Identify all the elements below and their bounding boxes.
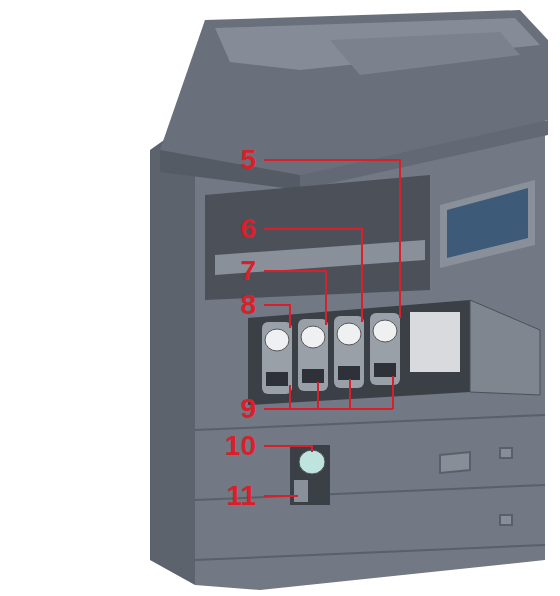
waste-toner-box: [299, 450, 325, 474]
callout-number: 8: [240, 291, 256, 319]
callout-number: 5: [240, 146, 256, 174]
scanner-edge: [160, 150, 300, 190]
callout-number: 11: [226, 482, 256, 510]
callout-number: 7: [240, 257, 256, 285]
leader-lines: [264, 160, 400, 496]
callout-number: 9: [240, 395, 256, 423]
scanner: [160, 10, 548, 175]
output-recess: [205, 175, 430, 300]
body-side: [150, 118, 195, 585]
panel-frame: [440, 180, 535, 268]
paper-drawers: [195, 415, 545, 560]
front-door: [470, 300, 540, 395]
toner-cartridges: [262, 312, 460, 394]
toner-recess: [248, 300, 470, 405]
callout-number: 10: [225, 432, 256, 460]
waste-lever: [294, 480, 308, 502]
touch-screen: [447, 188, 528, 258]
feeder-tray: [330, 32, 520, 75]
callout-number: 6: [240, 215, 256, 243]
